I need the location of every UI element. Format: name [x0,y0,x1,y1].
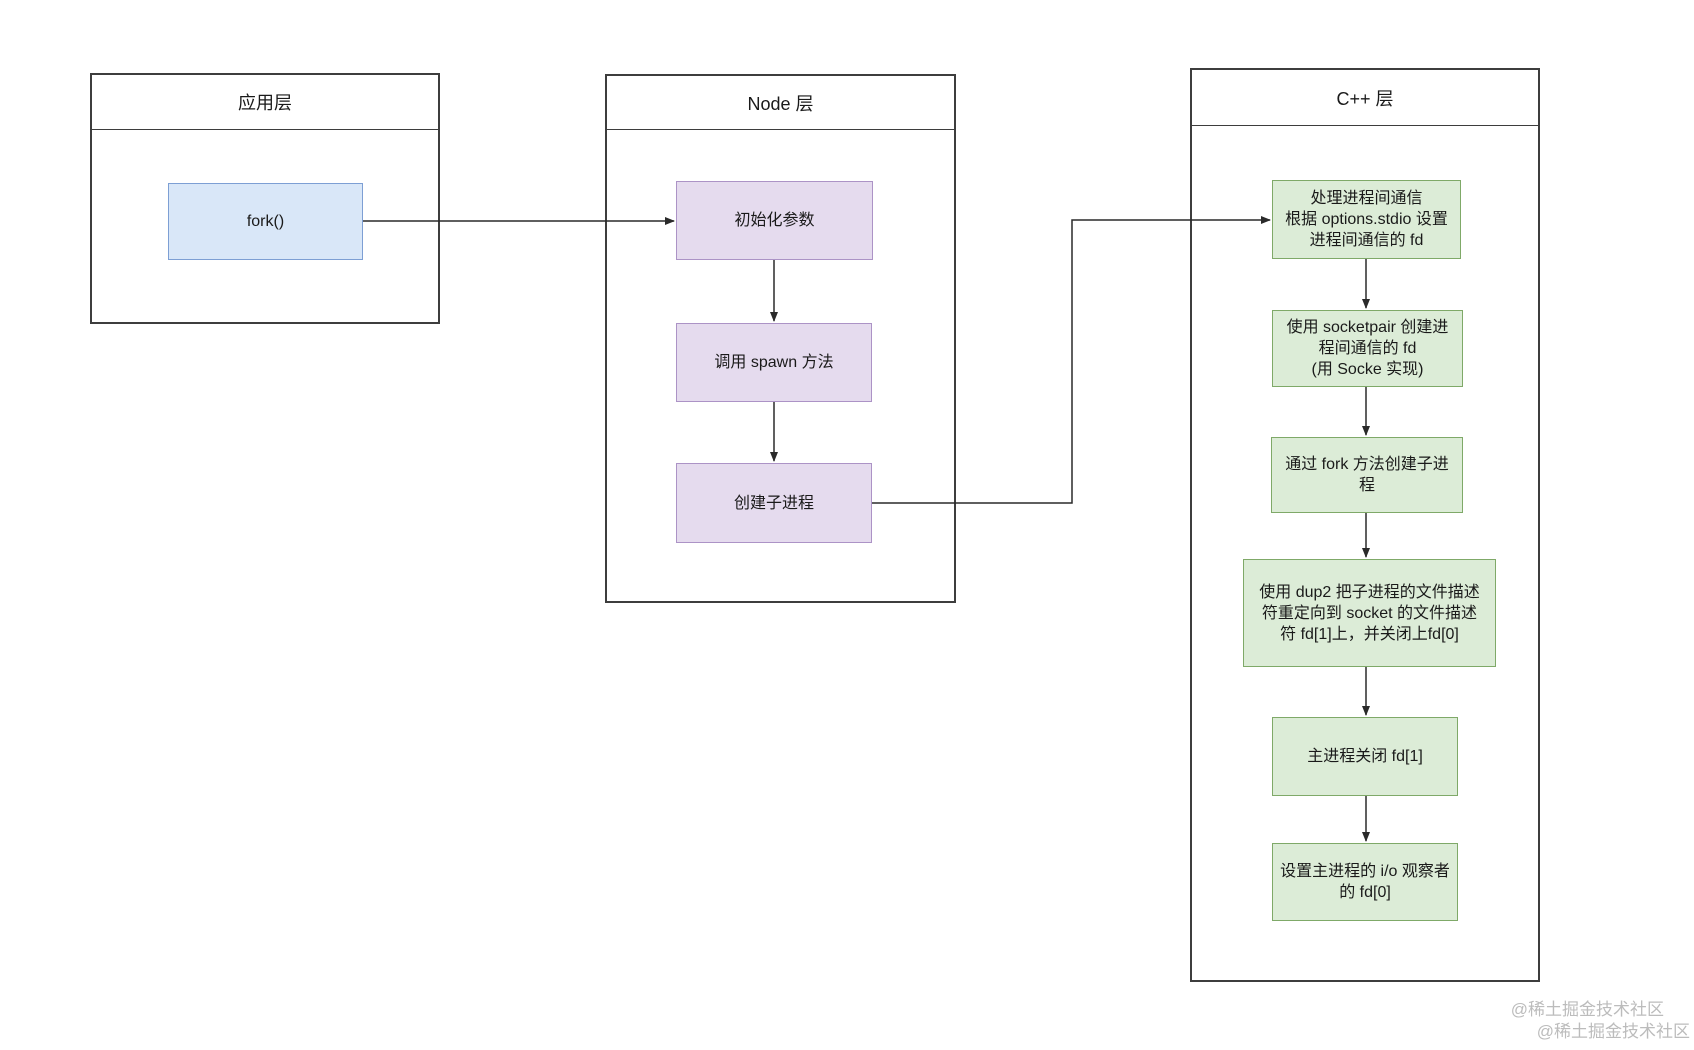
node-layer-header: Node 层 [607,76,954,130]
flow-node-label: 通过 fork 方法创建子进 [1285,456,1449,473]
cpp-layer-header: C++ 层 [1192,70,1538,126]
app-layer-title: 应用层 [238,93,292,113]
cpp-layer-title: C++ 层 [1336,88,1394,109]
flow-node-label: 初始化参数 [734,212,815,229]
flow-node-label: 使用 socketpair 创建进 [1286,319,1449,336]
flow-node-init-params: 初始化参数 [676,181,873,260]
flow-node-socketpair: 使用 socketpair 创建进 程间通信的 fd (用 Socke 实现) [1272,310,1463,387]
flow-node-label: 程间通信的 fd [1318,340,1417,357]
flow-node-create-child-process: 创建子进程 [676,463,872,543]
flow-node-io-watcher: 设置主进程的 i/o 观察者 的 fd[0] [1272,843,1458,921]
flow-node-label: 符重定向到 socket 的文件描述 [1261,604,1478,622]
flow-node-label: 使用 dup2 把子进程的文件描述 [1259,583,1480,601]
flow-node-label: 进程间通信的 fd [1309,232,1424,249]
flow-node-label: 调用 spawn 方法 [714,354,834,371]
flow-node-label: 处理进程间通信 [1310,190,1423,207]
flow-node-handle-ipc: 处理进程间通信 根据 options.stdio 设置 进程间通信的 fd [1272,180,1461,259]
flow-node-label: 设置主进程的 i/o 观察者 [1280,863,1450,880]
flow-node-fork-child: 通过 fork 方法创建子进 程 [1271,437,1463,513]
watermark-line-2: @稀土掘金技术社区 [1536,1022,1690,1041]
flow-node-fork: fork() [168,183,363,260]
flow-node-label: 根据 options.stdio 设置 [1285,211,1448,228]
flow-node-label: 程 [1358,477,1375,494]
app-layer-header: 应用层 [92,75,438,130]
watermark-line-1: @稀土掘金技术社区 [1510,1000,1664,1019]
node-layer-title: Node 层 [747,93,814,114]
flow-node-label: fork() [246,213,285,230]
flow-node-label: (用 Socke 实现) [1311,361,1424,378]
flow-node-label: 主进程关闭 fd[1] [1307,748,1423,765]
flow-node-label: 符 fd[1]上，并关闭上fd[0] [1280,625,1459,643]
flow-node-close-fd1: 主进程关闭 fd[1] [1272,717,1458,796]
flow-node-call-spawn: 调用 spawn 方法 [676,323,872,402]
flow-node-dup2-redirect: 使用 dup2 把子进程的文件描述 符重定向到 socket 的文件描述 符 f… [1243,559,1496,667]
flow-node-label: 创建子进程 [733,494,814,512]
flow-node-label: 的 fd[0] [1339,884,1391,901]
